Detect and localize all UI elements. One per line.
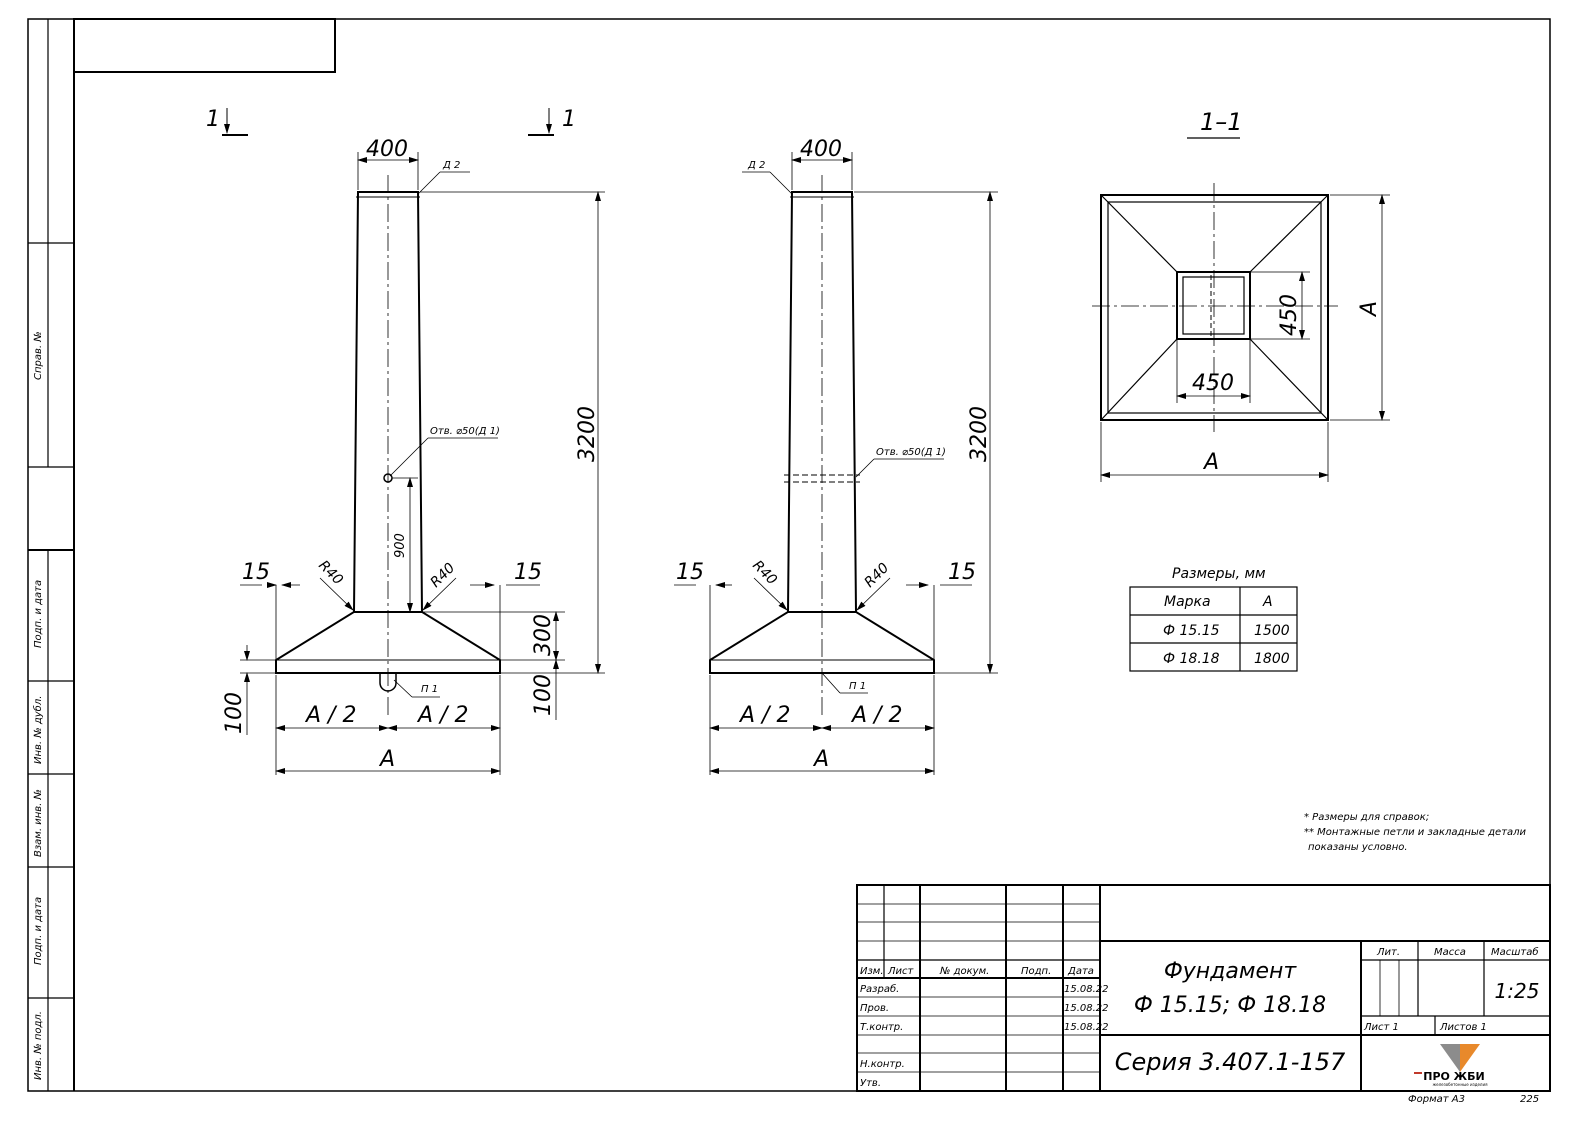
title-lit: Лит. (1376, 947, 1400, 958)
title-scale: 1:25 (1495, 979, 1540, 1003)
front-half-left: А / 2 (304, 703, 356, 728)
plan-outer-v: А (1357, 301, 1382, 318)
front-hole-height: 900 (393, 533, 408, 558)
side-half-left: А / 2 (738, 703, 790, 728)
side-offset-left: 15 (676, 560, 704, 585)
dimensions-header-a: А (1262, 594, 1273, 610)
dimensions-table-caption: Размеры, мм (1172, 566, 1266, 582)
section-mark-right: 1 (562, 107, 576, 132)
front-height: 3200 (575, 406, 600, 462)
dimensions-cell: Ф 15.15 (1163, 623, 1220, 639)
front-loop-label: П 1 (421, 684, 438, 695)
title-listov: Листов 1 (1439, 1022, 1487, 1033)
title-date-3: 15.08.22 (1064, 1022, 1109, 1033)
title-col-izm: Изм. (860, 966, 884, 977)
front-radius-left: R40 (315, 558, 346, 589)
side-full: А (812, 747, 829, 772)
company-logo: ПРО ЖБИ железобетонные изделия (1414, 1044, 1488, 1087)
plan-inner-h: 450 (1192, 371, 1234, 396)
title-col-docum: № докум. (939, 966, 989, 977)
dimensions-header-marka: Марка (1164, 594, 1211, 610)
title-col-list: Лист (887, 966, 915, 977)
front-side-offset-right: 15 (514, 560, 542, 585)
front-bottom-right: 100 (531, 674, 556, 716)
dimensions-cell: 1500 (1254, 623, 1290, 639)
section-title: 1–1 (1200, 108, 1243, 136)
note-line: ** Монтажные петли и закладные детали (1304, 827, 1527, 838)
title-line1: Фундамент (1164, 959, 1298, 984)
side-stamp-labels: Справ. № Подп. и дата Инв. № дубл. Взам.… (32, 331, 44, 1080)
title-masshtab: Масштаб (1491, 946, 1539, 958)
title-date-1: 15.08.22 (1064, 984, 1109, 995)
dimensions-table: Размеры, мм Марка А Ф 15.15 1500 Ф 18.18… (1129, 566, 1298, 672)
title-code: 225 (1520, 1094, 1539, 1105)
side-stamp-inv-dubl: Инв. № дубл. (32, 696, 44, 764)
side-stamp-sprav: Справ. № (33, 331, 44, 380)
title-col-podp: Подп. (1021, 966, 1051, 977)
title-list: Лист 1 (1363, 1022, 1399, 1033)
side-radius-left: R40 (749, 558, 780, 589)
side-stamp-vzam-inv: Взам. инв. № (33, 789, 44, 857)
front-top-detail: Д 2 (442, 160, 460, 171)
side-stamp-podp-data-2: Подп. и дата (33, 897, 44, 965)
dimensions-cell: 1800 (1254, 651, 1290, 667)
title-line2: Ф 15.15; Ф 18.18 (1134, 993, 1326, 1018)
side-hole-label: Отв. ⌀50(Д 1) (876, 447, 946, 458)
sheet-frame (27, 18, 1551, 1092)
logo-subtext: железобетонные изделия (1433, 1082, 1489, 1087)
front-side-offset-left: 15 (242, 560, 270, 585)
front-bottom-left: 100 (222, 692, 247, 734)
title-role-prov: Пров. (860, 1003, 889, 1014)
notes: * Размеры для справок; ** Монтажные петл… (1304, 812, 1527, 853)
title-massa: Масса (1434, 947, 1466, 958)
side-stamp-inv-podl: Инв. № подл. (33, 1011, 44, 1080)
dimensions-cell: Ф 18.18 (1163, 651, 1220, 667)
side-half-right: А / 2 (850, 703, 902, 728)
side-top-detail: Д 2 (747, 160, 765, 171)
section-marks (222, 108, 1240, 139)
title-block: Изм. Лист № докум. Подп. Дата Разраб. Пр… (856, 884, 1551, 1105)
title-role-razrab: Разраб. (860, 983, 899, 995)
side-top-width: 400 (800, 137, 842, 162)
side-stamp-podp-data-1: Подп. и дата (33, 580, 44, 648)
front-radius-right: R40 (428, 560, 459, 591)
title-series: Серия 3.407.1-157 (1115, 1048, 1346, 1076)
side-radius-right: R40 (862, 560, 893, 591)
side-offset-right: 15 (948, 560, 976, 585)
front-view: 400 Д 2 3200 Отв. ⌀50(Д 1) 900 15 15 R40… (222, 137, 605, 775)
plan-outer-h: А (1202, 450, 1219, 475)
note-line: * Размеры для справок; (1304, 812, 1429, 823)
plan-inner-v: 450 (1277, 294, 1302, 336)
front-hole-label: Отв. ⌀50(Д 1) (430, 426, 500, 437)
title-role-tkontr: Т.контр. (860, 1022, 903, 1033)
section-mark-left: 1 (206, 107, 220, 132)
title-role-utv: Утв. (860, 1078, 881, 1089)
front-base-height: 300 (531, 614, 556, 656)
side-loop-label: П 1 (849, 681, 866, 692)
front-half-right: А / 2 (416, 703, 468, 728)
plan-view: 450 450 А А (1092, 183, 1390, 482)
side-view: 400 Д 2 3200 Отв. ⌀50(Д 1) 15 15 R40 R40… (674, 137, 998, 775)
title-col-data: Дата (1067, 966, 1094, 977)
front-top-width: 400 (366, 137, 408, 162)
side-height: 3200 (967, 406, 992, 462)
note-line: показаны условно. (1308, 842, 1408, 853)
front-full: А (378, 747, 395, 772)
title-role-nkontr: Н.контр. (860, 1059, 905, 1070)
title-format: Формат А3 (1408, 1094, 1465, 1105)
title-date-2: 15.08.22 (1064, 1003, 1109, 1014)
logo-text: ПРО ЖБИ (1423, 1070, 1485, 1083)
